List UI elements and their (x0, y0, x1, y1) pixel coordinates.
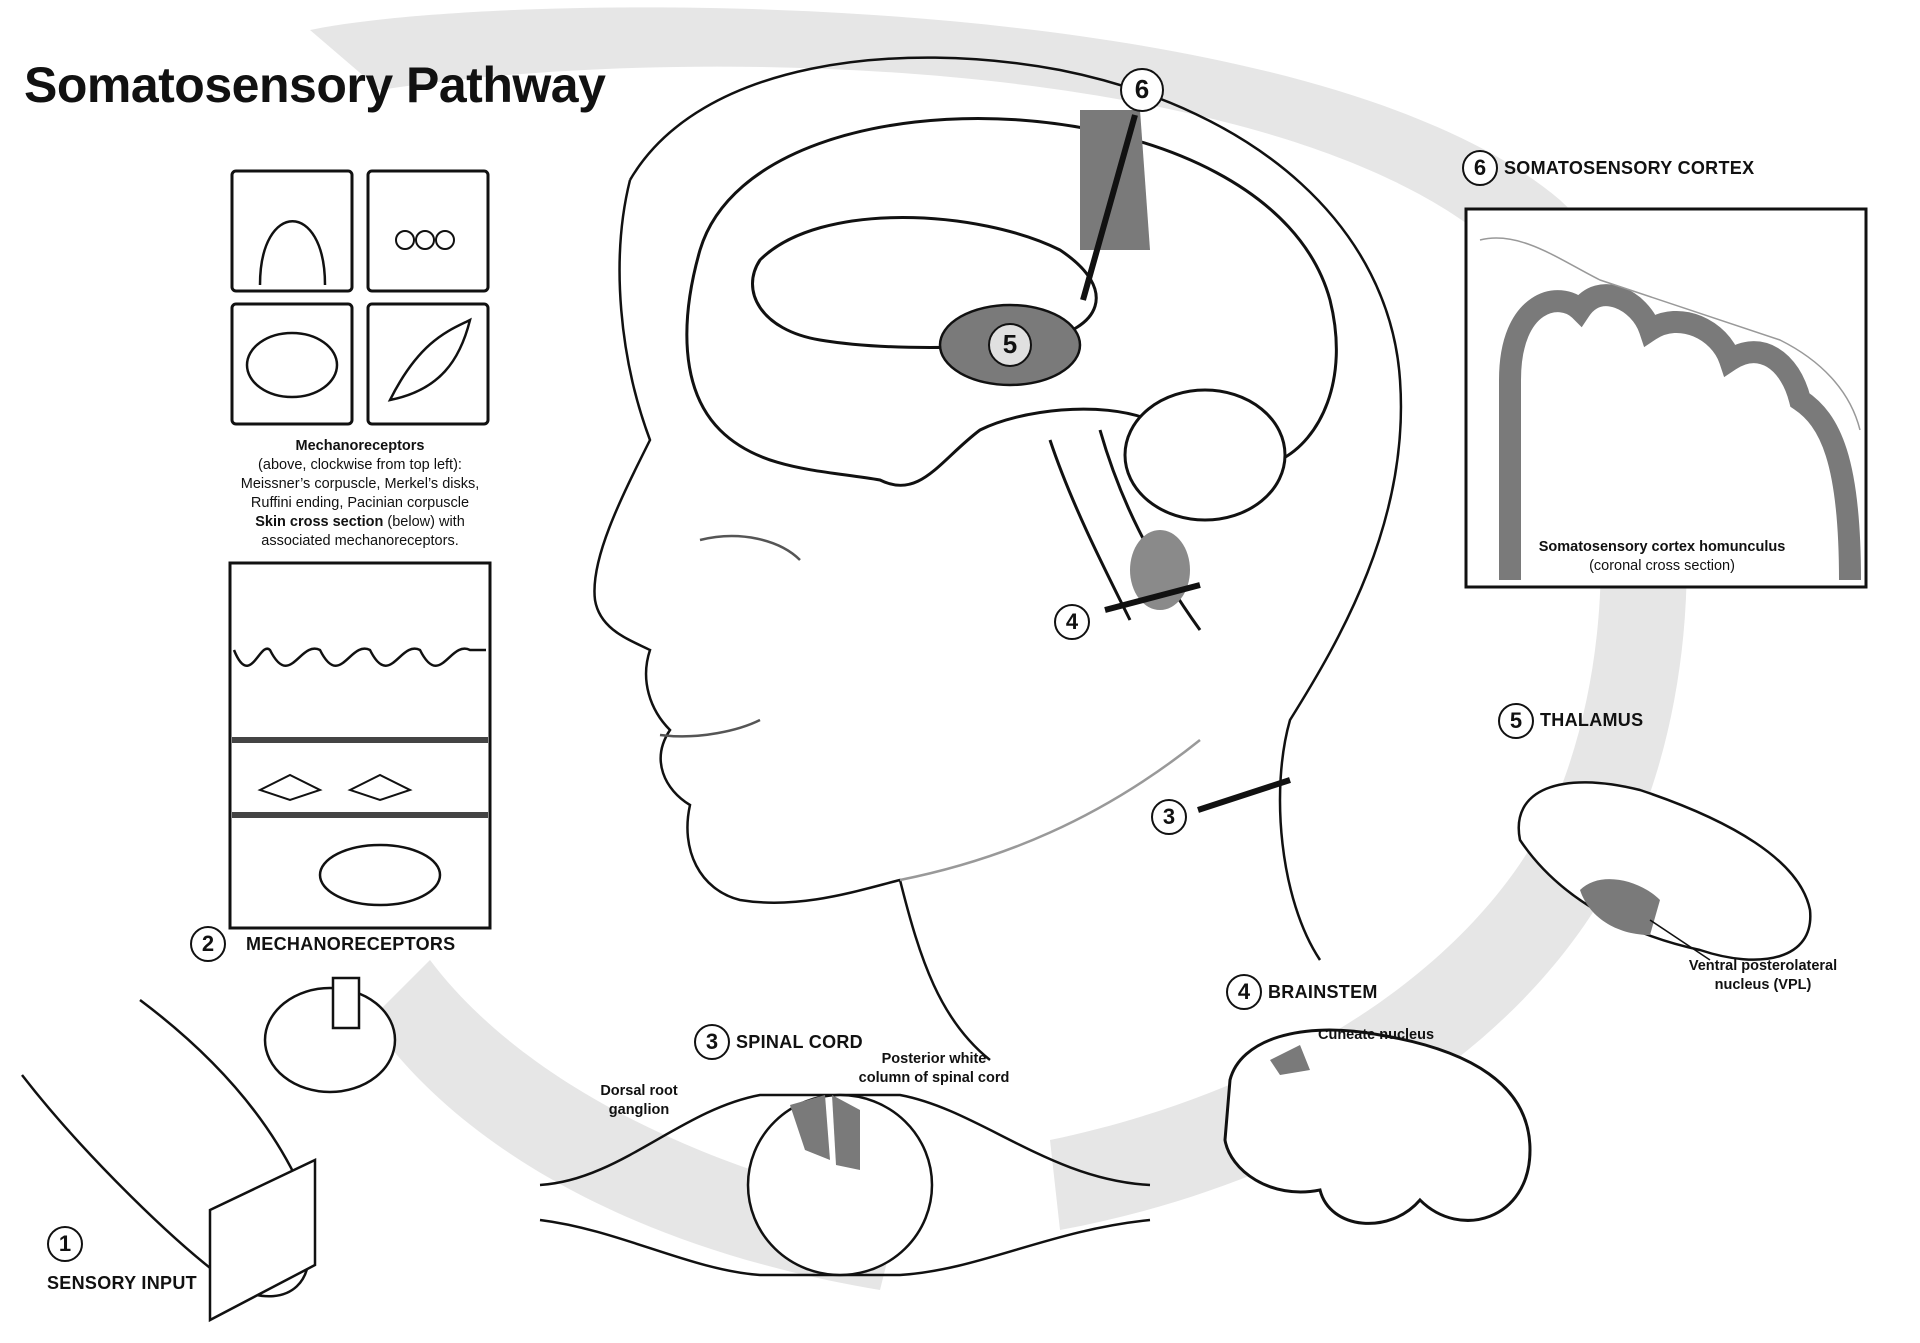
head-marker-3: 3 (1151, 799, 1187, 835)
cortex-caption-line-1: Somatosensory cortex homunculus (1538, 539, 1786, 555)
step-4-label: BRAINSTEM (1268, 982, 1378, 1002)
column-line-1: Posterior white (881, 1051, 987, 1067)
mechanoreceptor-boxes (230, 169, 490, 426)
brain-sagittal (685, 110, 1338, 813)
step-2-label: MECHANORECEPTORS (246, 934, 456, 954)
caption-line-5: associated mechanoreceptors. (261, 533, 459, 549)
head-marker-4: 4 (1054, 604, 1090, 640)
caption-line-4-bold: Skin cross section (255, 514, 384, 530)
thalamus (1517, 781, 1812, 961)
head-marker-6: 6 (1120, 68, 1164, 112)
spinal-cord (539, 1093, 1151, 1277)
head-outline (593, 56, 1403, 1061)
ganglion-line-2: ganglion (608, 1102, 670, 1118)
vpl-line-2: nucleus (VPL) (1714, 977, 1812, 993)
step-3-number: 3 (694, 1024, 730, 1060)
step-1-label: SENSORY INPUT (47, 1273, 197, 1293)
page-title: Somatosensory Pathway (24, 57, 606, 113)
step-5-label: THALAMUS (1540, 710, 1644, 730)
step-6-label: SOMATOSENSORY CORTEX (1504, 158, 1755, 178)
posterior-column-label: Posterior white column of spinal cord (846, 1050, 1022, 1088)
mechanoreceptors-caption: Mechanoreceptors (above, clockwise from … (222, 437, 498, 551)
cortex-caption: Somatosensory cortex homunculus (coronal… (1506, 538, 1818, 576)
finger (21, 976, 397, 1323)
caption-line-4-rest: (below) with (383, 514, 465, 530)
vpl-label: Ventral posterolateral nucleus (VPL) (1670, 957, 1856, 995)
column-line-2: column of spinal cord (858, 1070, 1010, 1086)
caption-heading: Mechanoreceptors (295, 438, 425, 454)
skin-cross-section (228, 561, 492, 930)
step-5-number: 5 (1498, 703, 1534, 739)
cuneate-nucleus-label: Cuneate nucleus (1318, 1026, 1434, 1045)
caption-line-2: Meissner’s corpuscle, Merkel’s disks, (240, 476, 480, 492)
step-6-number: 6 (1462, 150, 1498, 186)
ganglion-line-1: Dorsal root (600, 1083, 678, 1099)
vpl-line-1: Ventral posterolateral (1688, 958, 1838, 974)
step-1-number: 1 (47, 1226, 83, 1262)
caption-line-1: (above, clockwise from top left): (258, 457, 462, 473)
caption-line-3: Ruffini ending, Pacinian corpuscle (250, 495, 470, 511)
step-2-number: 2 (190, 926, 226, 962)
step-4-number: 4 (1226, 974, 1262, 1010)
cortex-caption-line-2: (coronal cross section) (1589, 558, 1735, 574)
head-marker-5: 5 (988, 323, 1032, 367)
step-3-label: SPINAL CORD (736, 1032, 863, 1052)
cortex-box (1464, 207, 1868, 589)
brainstem-slice (1223, 1028, 1532, 1225)
cuneate-nucleus-text: Cuneate nucleus (1318, 1027, 1435, 1043)
dorsal-root-ganglion-label: Dorsal root ganglion (586, 1082, 692, 1120)
